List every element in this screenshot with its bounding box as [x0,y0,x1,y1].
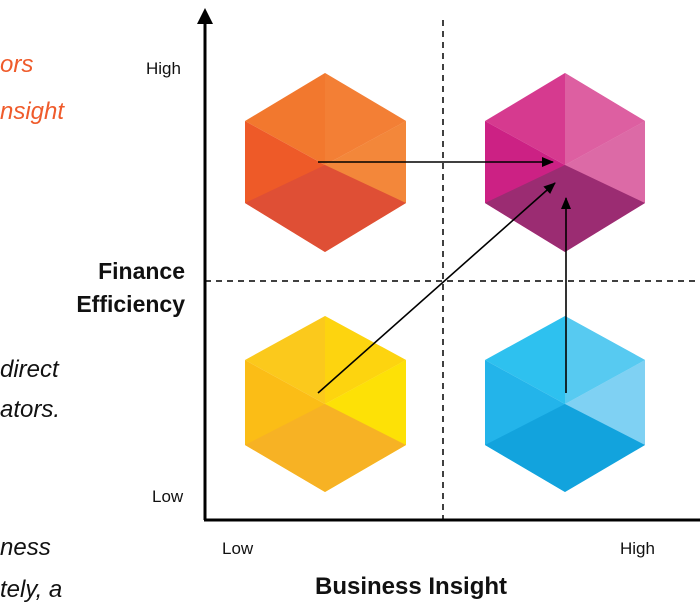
cube-top-left [245,73,406,252]
y-axis-arrowhead [197,8,213,24]
y-axis-title-line-1: Finance [98,258,185,284]
x-axis-title: Business Insight [315,573,508,600]
left-text-line-2: nsight [0,98,65,125]
y-axis-title-line-2: Efficiency [76,291,185,318]
left-text-line-3: direct [0,356,59,383]
cube-bottom-left [245,316,406,492]
cube-bottom-right [485,316,645,492]
left-text-line-1: ors [0,51,34,78]
x-axis-high-label: High [620,539,655,558]
left-text-line-6: tely, a [0,576,63,603]
y-axis-title: Finance Efficiency [0,255,185,322]
left-text-line-4: ators. [0,396,61,423]
y-axis-low-label: Low [152,487,184,506]
left-text-line-5: ness [0,534,51,561]
y-axis-high-label: High [146,59,181,78]
arrow-bottom-left-to-top-right [317,182,556,394]
x-axis-low-label: Low [222,539,254,558]
